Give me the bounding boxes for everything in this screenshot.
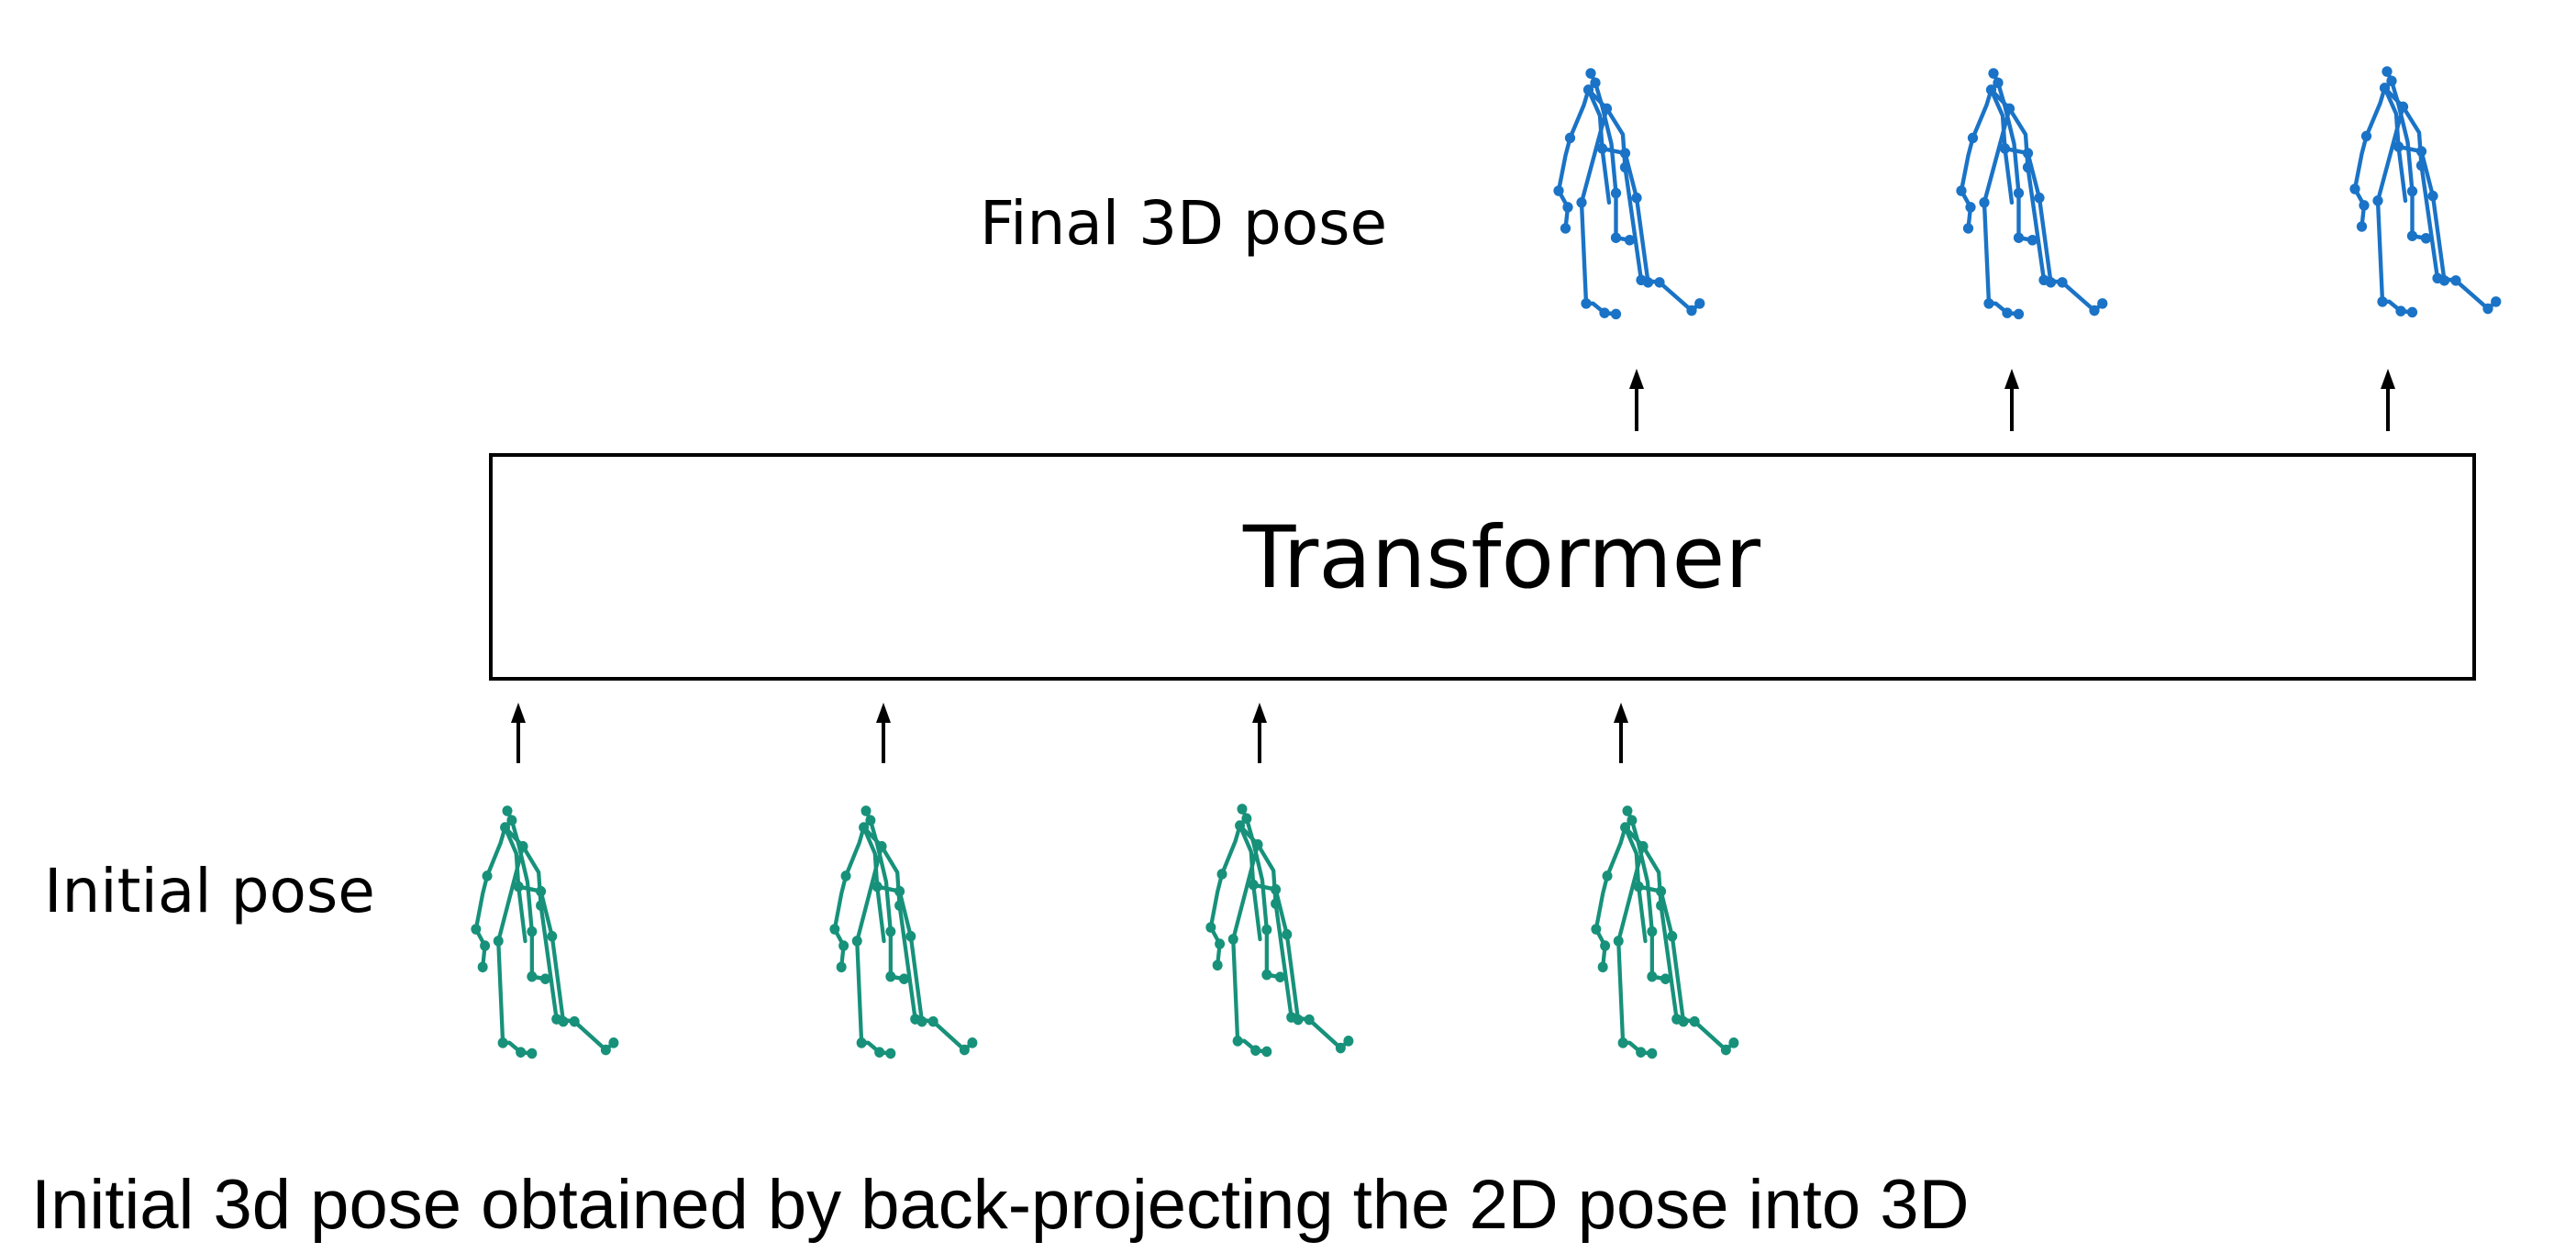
output-arrow-1	[1629, 369, 1644, 431]
output-arrow-2	[2004, 369, 2019, 431]
transformer-label: Transformer	[1242, 508, 1760, 608]
transformer-box	[489, 453, 2476, 681]
final-pose-group	[1553, 66, 2501, 319]
initial-pose-skeleton-2	[829, 805, 977, 1059]
final-pose-skeleton-3	[2349, 66, 2501, 317]
diagram-caption: Initial 3d pose obtained by back-project…	[31, 1166, 1969, 1244]
final-pose-skeleton-1	[1553, 68, 1704, 319]
input-arrows	[511, 703, 1628, 763]
output-arrow-3	[2381, 369, 2395, 431]
initial-pose-skeleton-4	[1591, 805, 1738, 1059]
initial-pose-skeleton-1	[471, 805, 618, 1059]
final-pose-label: Final 3D pose	[980, 188, 1387, 259]
initial-pose-label: Initial pose	[44, 856, 375, 926]
input-arrow-1	[511, 703, 526, 763]
final-pose-skeleton-2	[1956, 68, 2107, 319]
input-arrow-3	[1252, 703, 1267, 763]
initial-pose-group	[471, 804, 1738, 1059]
output-arrows	[1629, 369, 2395, 431]
initial-pose-skeleton-3	[1205, 804, 1353, 1057]
input-arrow-4	[1614, 703, 1628, 763]
input-arrow-2	[876, 703, 891, 763]
